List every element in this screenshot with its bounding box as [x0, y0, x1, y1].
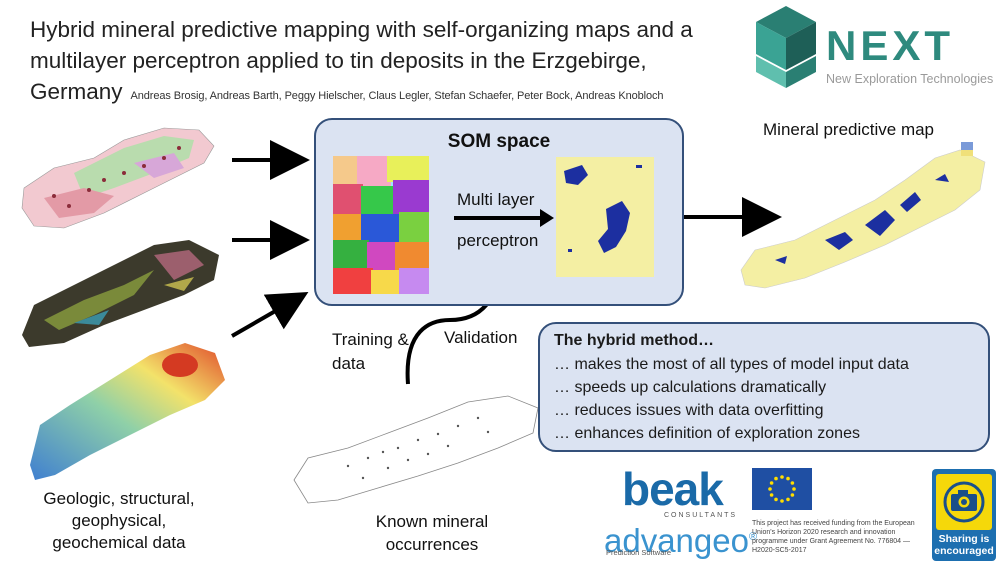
hybrid-method-item: … enhances definition of exploration zon… — [554, 425, 860, 442]
title-line-1: Hybrid mineral predictive mapping with s… — [30, 17, 693, 42]
hybrid-method-box: The hybrid method… … makes the most of a… — [538, 322, 990, 452]
validation-label: Validation — [444, 328, 518, 347]
beak-logo: beak — [622, 463, 724, 515]
arrow-geophysics — [231, 292, 309, 338]
hybrid-method-item: … speeds up calculations dramatically — [554, 379, 827, 396]
known-occurrences-map-image — [293, 395, 539, 504]
next-logo-tagline: New Exploration Technologies — [826, 72, 994, 86]
sharing-badge-text: Sharing is encouraged — [934, 533, 994, 557]
input-data-label: Geologic, structural, geophysical, geoch… — [43, 489, 195, 552]
advangeo-logo-subtitle: Prediction Software — [606, 548, 672, 557]
eu-flag-icon — [752, 468, 812, 510]
som-prediction-image — [556, 157, 654, 277]
slide-title: Hybrid mineral predictive mapping with s… — [30, 14, 730, 112]
hybrid-method-item: … reduces issues with data overfitting — [554, 402, 824, 419]
authors: Andreas Brosig, Andreas Barth, Peggy Hie… — [130, 90, 664, 102]
eu-funding-statement: This project has received funding from t… — [752, 520, 915, 554]
som-space-title: SOM space — [447, 131, 551, 152]
mlp-label-line-2: perceptron — [457, 231, 539, 250]
hybrid-method-title: The hybrid method… — [554, 332, 714, 349]
geophysical-map-image — [30, 343, 225, 480]
beak-logo-subtitle: CONSULTANTS — [664, 512, 738, 519]
structural-map-image — [22, 240, 219, 347]
next-logo-word: NEXT — [826, 22, 955, 69]
title-line-3: Germany — [30, 79, 123, 104]
hybrid-method-item: … makes the most of all types of model i… — [554, 356, 909, 373]
mineral-predictive-map-image — [740, 142, 986, 289]
mlp-arrow — [454, 209, 554, 227]
known-occurrences-label: Known mineral occurrences — [375, 512, 489, 554]
advangeo-logo: advangeo® — [604, 522, 758, 559]
som-cluster-image — [333, 156, 429, 294]
title-line-2: multilayer perceptron applied to tin dep… — [30, 48, 647, 73]
camera-icon — [943, 481, 985, 523]
geologic-map-image — [21, 127, 215, 229]
mlp-label-line-1: Multi layer — [457, 190, 535, 209]
next-logo-icon — [756, 6, 816, 88]
training-label: Training & data — [332, 330, 409, 373]
output-map-title: Mineral predictive map — [763, 120, 935, 139]
